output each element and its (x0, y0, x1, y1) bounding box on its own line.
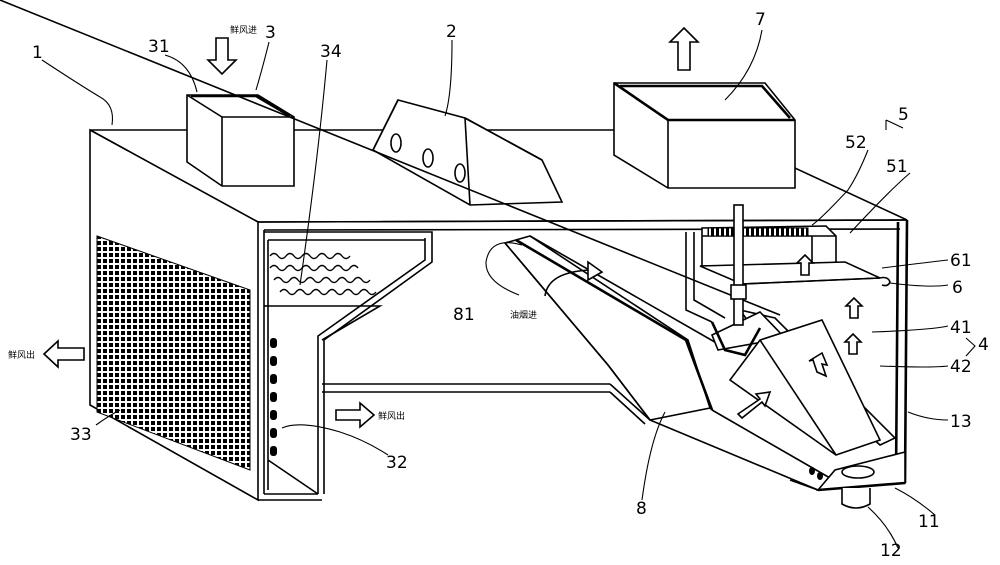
outlet-mesh-33 (96, 235, 251, 471)
label-4: 4 (978, 335, 989, 355)
label-51: 51 (886, 157, 908, 177)
fresh-air-inlet-box (186, 94, 295, 187)
annotation-fume-in: 油烟进 (510, 309, 537, 321)
label-2: 2 (446, 22, 457, 42)
label-34: 34 (320, 42, 342, 62)
label-3: 3 (265, 23, 276, 43)
label-41: 41 (950, 318, 972, 338)
fresh-air-in-arrow (206, 37, 238, 76)
annotation-fresh-air-out-mid: 鲜风出 (378, 410, 405, 422)
drain-trough-11 (789, 450, 906, 492)
fume-channel-8 (503, 235, 831, 491)
label-13: 13 (950, 412, 972, 432)
fresh-air-out-left-arrow (42, 339, 85, 369)
internal-airflow-arrows (736, 253, 864, 420)
label-32: 32 (386, 453, 408, 473)
callout-labels: 1 31 3 34 2 7 5 52 51 61 6 41 4 42 13 11… (32, 10, 989, 561)
label-8: 8 (636, 499, 647, 519)
label-1: 1 (32, 43, 43, 63)
rod-6 (730, 204, 891, 326)
label-42: 42 (950, 357, 972, 377)
label-12: 12 (880, 541, 902, 561)
label-31: 31 (148, 37, 170, 57)
filter-assembly-4 (0, 0, 897, 456)
label-7: 7 (755, 10, 766, 30)
annotation-fresh-air-out-left: 鲜风出 (8, 349, 35, 361)
fume-inlet-arrow (544, 260, 604, 297)
label-52: 52 (845, 133, 867, 153)
outlet-grille-32 (270, 338, 277, 456)
fresh-air-out-mid-arrow (335, 401, 376, 429)
exhaust-box-7 (613, 81, 796, 189)
flow-annotations: 鲜风进 鲜风出 鲜风出 油烟进 (8, 24, 537, 422)
label-61: 61 (950, 251, 972, 271)
component-5 (699, 225, 881, 285)
label-6: 6 (952, 278, 963, 298)
leader-lines (41, 29, 976, 549)
drain-pipe-12 (841, 488, 871, 509)
filter-coil-34 (269, 252, 377, 296)
filter-grid-52 (707, 227, 809, 237)
annotation-fresh-air-in: 鲜风进 (230, 24, 257, 36)
left-compartment (264, 231, 433, 495)
label-5: 5 (898, 105, 909, 125)
label-33: 33 (70, 425, 92, 445)
exhaust-up-arrow (668, 26, 700, 71)
label-81: 81 (453, 305, 475, 325)
component-2-block (371, 99, 564, 206)
label-11: 11 (918, 512, 940, 532)
